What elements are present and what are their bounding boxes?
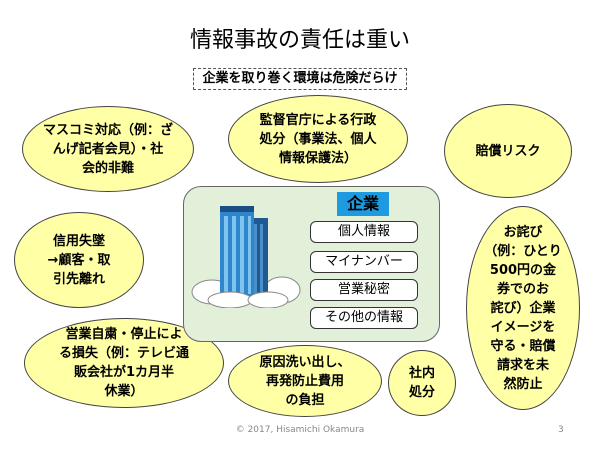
slide-subtitle: 企業を取り巻く環境は危険だらけ bbox=[193, 68, 407, 90]
company-label: 企業 bbox=[337, 192, 389, 216]
bubble-apology: お詫び （例：ひとり 500円の金 券でのお 詫び）企業 イメージを 守る・賠償… bbox=[466, 206, 580, 410]
info-item-personal-info: 個人情報 bbox=[310, 221, 418, 243]
info-item-trade-secret: 営業秘密 bbox=[310, 279, 418, 301]
bubble-mass-media: マスコミ対応（例：ざ んげ記者会見）・社 会的非難 bbox=[22, 106, 194, 192]
bubble-regulator: 監督官庁による行政 処分（事業法、個人 情報保護法） bbox=[228, 95, 408, 183]
info-item-my-number: マイナンバー bbox=[310, 251, 418, 273]
office-building-icon bbox=[191, 206, 301, 308]
slide-title: 情報事故の責任は重い bbox=[189, 28, 410, 53]
bubble-investigation: 原因洗い出し、 再発防止費用 の負担 bbox=[228, 345, 382, 417]
bubble-compensation: 賠償リスク bbox=[444, 104, 572, 198]
info-item-other-info: その他の情報 bbox=[310, 307, 418, 329]
copyright-footer: © 2017, Hisamichi Okamura bbox=[235, 425, 365, 435]
bubble-trust-loss: 信用失墜 →顧客・取 引先離れ bbox=[14, 212, 144, 308]
bubble-internal-discipline: 社内 処分 bbox=[388, 350, 456, 416]
page-number: 3 bbox=[558, 425, 564, 435]
